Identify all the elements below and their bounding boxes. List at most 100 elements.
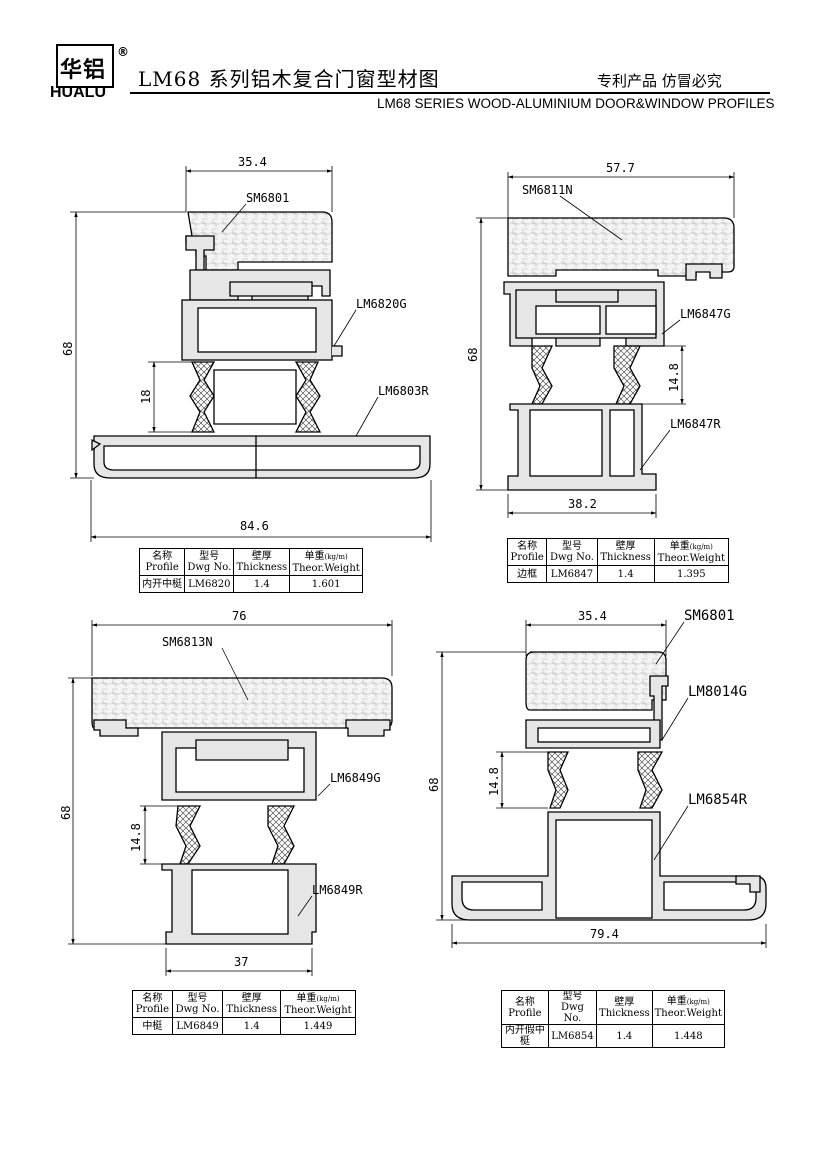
- label-1c: LM6803R: [378, 384, 429, 398]
- cell-thickness: 1.4: [222, 1017, 281, 1035]
- dim-gap-2: 14.8: [667, 363, 681, 392]
- cell-profile: 中梃: [132, 1017, 173, 1035]
- cell-dwg: LM6820: [184, 575, 235, 593]
- hdr-weight-en: Theor.Weight: [654, 1008, 722, 1019]
- dim-bottom-2: 38.2: [568, 497, 597, 511]
- label-2a: SM6811N: [522, 183, 573, 197]
- dim-top-4: 35.4: [578, 609, 607, 623]
- hdr-dwg-cn: 型号: [561, 541, 582, 552]
- hdr-weight-en: Theor.Weight: [284, 1004, 352, 1016]
- title-chinese: LM68 系列铝木复合门窗型材图: [138, 67, 440, 91]
- hdr-dwg-cn: 型号: [562, 991, 583, 1002]
- hdr-weight-unit: (kg/m): [689, 542, 713, 551]
- dim-gap-3: 14.8: [129, 823, 143, 852]
- cell-profile: 边框: [506, 565, 548, 583]
- label-4c: LM6854R: [688, 792, 748, 808]
- cell-thickness: 1.4: [596, 565, 655, 583]
- drawing-4: [436, 620, 767, 948]
- hdr-dwg-en: Dwg No.: [560, 1002, 584, 1024]
- drawing-2: [476, 172, 735, 518]
- registered-mark: ®: [117, 45, 129, 59]
- hdr-weight-en: Theor.Weight: [292, 562, 360, 574]
- label-3c: LM6849R: [312, 883, 363, 897]
- dim-gap-1: 18: [139, 390, 153, 404]
- hdr-dwg-en: Dwg No.: [550, 552, 594, 563]
- label-3b: LM6849G: [330, 771, 381, 785]
- hdr-weight-unit: (kg/m): [316, 994, 340, 1003]
- hdr-thick-cn: 壁厚: [615, 541, 636, 552]
- dim-height-2: 68: [466, 348, 480, 362]
- logo-english: HUALU: [50, 84, 106, 101]
- hdr-weight-cn: 单重: [666, 996, 687, 1007]
- cell-profile: 内开假中梃: [501, 1024, 549, 1048]
- hdr-name-cn: 名称: [514, 996, 535, 1008]
- cell-weight: 1.449: [280, 1017, 356, 1035]
- dim-height-3: 68: [59, 806, 73, 820]
- header-rule: [130, 92, 770, 94]
- hdr-dwg-en: Dwg No.: [187, 562, 232, 573]
- dim-height-1: 68: [61, 342, 75, 356]
- hdr-name-en: Profile: [145, 562, 179, 573]
- logo-chinese: 华铝: [60, 58, 107, 83]
- cell-dwg: LM6847: [546, 565, 598, 583]
- hdr-name-en: Profile: [510, 552, 544, 563]
- cell-thickness: 1.4: [233, 575, 291, 593]
- hdr-weight-cn: 单重: [304, 550, 325, 562]
- hdr-weight-cn: 单重: [296, 992, 317, 1004]
- hdr-name-cn: 名称: [152, 551, 173, 562]
- hdr-name-en: Profile: [135, 1004, 170, 1015]
- hdr-weight-en: Theor.Weight: [657, 552, 726, 564]
- dim-bottom-1: 84.6: [240, 519, 269, 533]
- hdr-weight-unit: (kg/m): [686, 998, 710, 1006]
- hdr-weight-cn: 单重: [669, 540, 690, 552]
- dim-bottom-4: 79.4: [590, 927, 619, 941]
- drawing-2-text: 57.7 68 14.8 38.2 SM6811N LM6847G LM6847…: [466, 161, 731, 511]
- cell-weight: 1.601: [289, 575, 363, 593]
- label-2c: LM6847R: [670, 417, 721, 431]
- drawing-1: [70, 166, 432, 542]
- dim-top-1: 35.4: [238, 155, 267, 169]
- label-4a: SM6801: [684, 608, 735, 624]
- hdr-thick-en: Thickness: [600, 552, 651, 563]
- hdr-thick-cn: 壁厚: [241, 993, 262, 1004]
- cell-thickness: 1.4: [596, 1024, 653, 1048]
- hdr-thick-en: Thickness: [226, 1004, 277, 1015]
- hdr-name-cn: 名称: [517, 541, 538, 552]
- label-2b: LM6847G: [680, 307, 731, 321]
- hdr-thick-en: Thickness: [599, 1007, 650, 1019]
- hdr-dwg-en: Dwg No.: [175, 1004, 220, 1015]
- drawing-3-text: 76 68 14.8 37 SM6813N LM6849G LM6849R: [59, 609, 381, 969]
- label-4b: LM8014G: [688, 684, 747, 700]
- hdr-thick-cn: 壁厚: [614, 996, 635, 1008]
- title-english: LM68 SERIES WOOD-ALUMINIUM DOOR&WINDOW P…: [377, 96, 775, 111]
- cell-dwg: LM6854: [547, 1024, 598, 1048]
- hdr-dwg-cn: 型号: [187, 993, 208, 1004]
- hdr-thick-en: Thickness: [236, 562, 288, 573]
- label-1b: LM6820G: [356, 297, 407, 311]
- drawing-3: [68, 620, 393, 976]
- cell-weight: 1.448: [651, 1024, 726, 1048]
- dim-height-4: 68: [427, 778, 441, 792]
- cell-dwg: LM6849: [171, 1017, 224, 1035]
- logo-frame: [56, 44, 114, 88]
- cell-weight: 1.395: [653, 565, 730, 583]
- hdr-dwg-cn: 型号: [199, 551, 220, 562]
- hdr-name-cn: 名称: [142, 993, 163, 1004]
- patent-notice: 专利产品 仿冒必究: [597, 72, 722, 90]
- label-1a: SM6801: [246, 191, 289, 205]
- cell-profile: 内开中梃: [138, 575, 186, 593]
- dim-gap-4: 14.8: [487, 767, 501, 796]
- hdr-thick-cn: 壁厚: [251, 551, 272, 562]
- dim-top-3: 76: [232, 609, 246, 623]
- dim-top-2: 57.7: [606, 161, 635, 175]
- label-3a: SM6813N: [162, 635, 213, 649]
- drawing-1-text: 35.4 68 18 84.6 SM6801 LM6820G LM6803R: [61, 155, 429, 533]
- dim-bottom-3: 37: [234, 955, 248, 969]
- hdr-weight-unit: (kg/m): [324, 552, 348, 561]
- hdr-name-en: Profile: [508, 1007, 542, 1019]
